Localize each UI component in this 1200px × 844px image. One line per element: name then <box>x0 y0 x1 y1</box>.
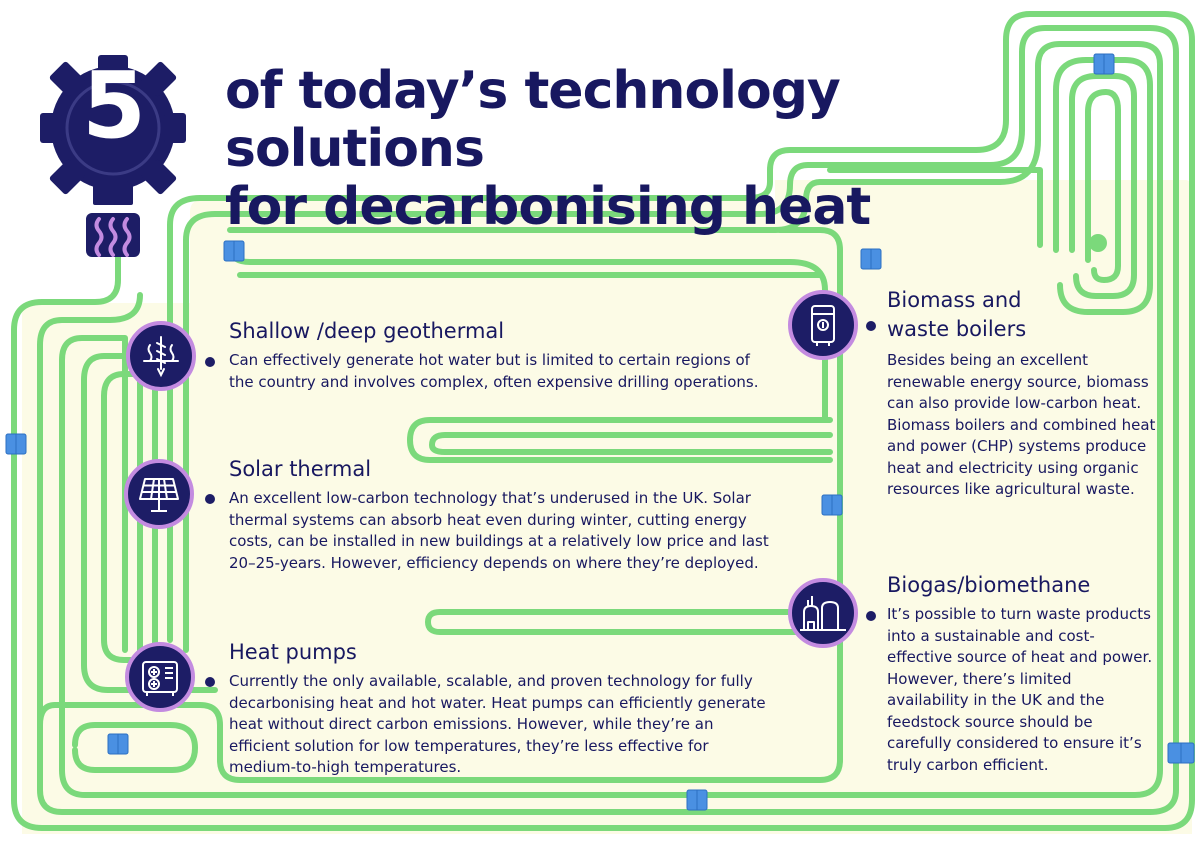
section-heat-pumps: Heat pumps Currently the only available,… <box>229 640 774 779</box>
pipe-end-dot <box>1089 234 1107 252</box>
biomass-heading-line-1: Biomass and <box>887 288 1022 312</box>
section-solar: Solar thermal An excellent low-carbon te… <box>229 457 774 574</box>
connectors <box>5 53 1195 811</box>
pipes <box>11 11 1195 831</box>
biogas-description: It’s possible to turn waste products int… <box>887 605 1153 774</box>
geothermal-badge <box>126 321 196 391</box>
solar-heading: Solar thermal <box>229 457 372 481</box>
title-line-2: for decarbonising heat <box>225 177 871 238</box>
biomass-heading-line-2: waste boilers <box>887 317 1027 342</box>
solar-description: An excellent low-carbon technology that’… <box>229 489 769 572</box>
section-geothermal: Shallow /deep geothermal Can effectively… <box>229 319 769 393</box>
biogas-heading: Biogas/biomethane <box>887 573 1091 597</box>
page-title: of today’s technology solutions for deca… <box>225 62 1025 237</box>
biomass-boiler-icon <box>811 305 835 346</box>
section-biogas: Biogas/biomethane It’s possible to turn … <box>887 573 1157 776</box>
heat-pump-icon <box>142 661 178 696</box>
section-biomass: Biomass and waste boilers Besides being … <box>887 288 1167 501</box>
geothermal-description: Can effectively generate hot water but i… <box>229 351 759 391</box>
biogas-badge <box>788 578 858 648</box>
heat-pumps-heading: Heat pumps <box>229 640 357 664</box>
biomass-description: Besides being an excellent renewable ene… <box>887 351 1156 499</box>
gear-badge <box>40 55 186 257</box>
geothermal-heading: Shallow /deep geothermal <box>229 319 505 343</box>
solar-panel-icon <box>139 478 179 512</box>
biomass-heading: Biomass and waste boilers <box>887 288 1167 342</box>
heat-pumps-description: Currently the only available, scalable, … <box>229 672 766 777</box>
heat-pump-badge <box>125 642 195 712</box>
solar-badge <box>124 459 194 529</box>
biomass-badge <box>788 290 858 360</box>
biogas-plant-icon <box>800 596 846 631</box>
geothermal-drill-icon <box>143 336 179 378</box>
cream-panel <box>22 180 1192 834</box>
solution-count: 5 <box>81 52 146 159</box>
title-line-1: of today’s technology solutions <box>225 61 841 180</box>
